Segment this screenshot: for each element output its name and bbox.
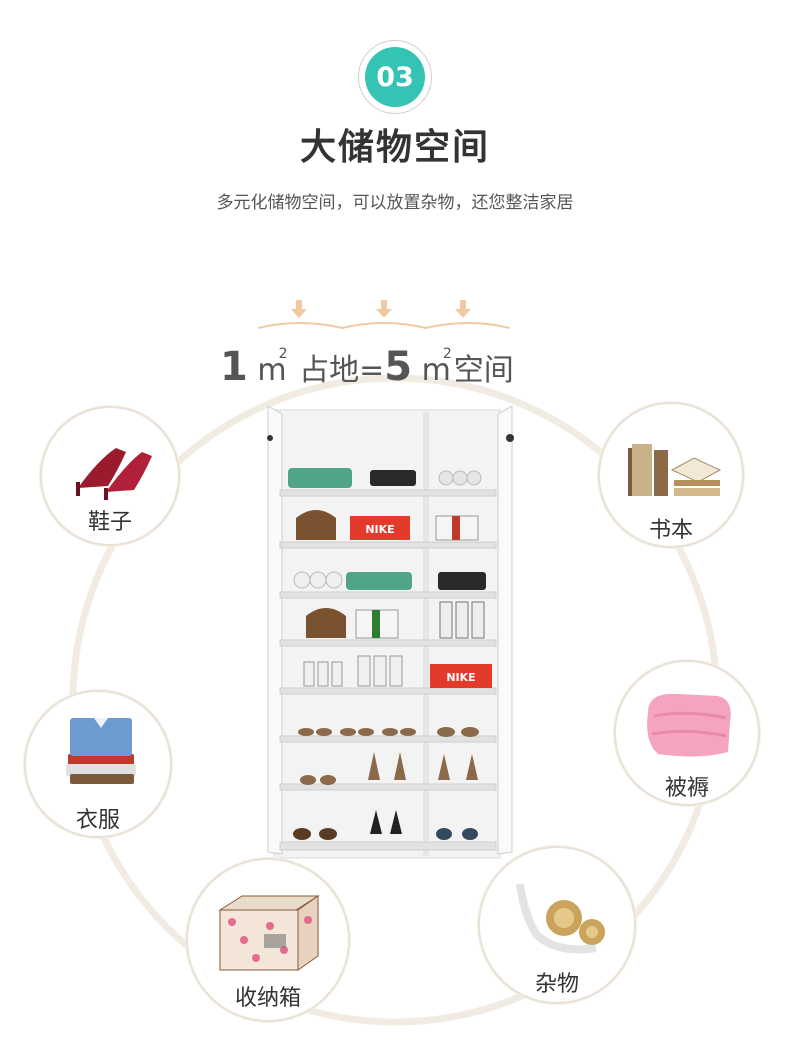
category-quilt: 被褥 bbox=[614, 660, 760, 806]
nike-box-label-1: NIKE bbox=[365, 523, 394, 536]
down-arrows-icon bbox=[257, 300, 511, 330]
area-left-value: 1 bbox=[220, 344, 248, 390]
area-left-unit: m bbox=[257, 353, 287, 388]
page-title: 大储物空间 bbox=[299, 127, 490, 168]
storage-box-icon bbox=[218, 895, 320, 971]
nike-box-label-2: NIKE bbox=[446, 671, 475, 684]
books-icon bbox=[628, 444, 722, 496]
area-right-unit: m bbox=[421, 353, 451, 388]
category-books: 书本 bbox=[598, 402, 744, 548]
category-shoes-label: 鞋子 bbox=[87, 510, 132, 535]
folded-shirts-icon bbox=[66, 718, 136, 784]
quilt-icon bbox=[647, 693, 731, 757]
category-clothes: 衣服 bbox=[24, 690, 172, 838]
high-heels-icon bbox=[76, 448, 152, 500]
category-storage-box: 收纳箱 bbox=[186, 858, 350, 1022]
area-right-word: 空间 bbox=[453, 353, 514, 388]
area-left-word: 占地= bbox=[299, 353, 385, 388]
area-comparison: 1 m2 占地=5 m2空间 bbox=[220, 344, 560, 394]
section-number-badge: 03 bbox=[358, 40, 432, 114]
shoe-cabinet-image: NIKE NIKE bbox=[267, 405, 514, 859]
section-number: 03 bbox=[365, 47, 425, 107]
category-books-label: 书本 bbox=[648, 518, 693, 543]
category-storage-box-label: 收纳箱 bbox=[234, 986, 301, 1011]
area-left-exp: 2 bbox=[278, 346, 288, 362]
category-clothes-label: 衣服 bbox=[75, 808, 120, 833]
category-sundries: 杂物 bbox=[478, 846, 636, 1004]
category-quilt-label: 被褥 bbox=[664, 776, 709, 801]
area-right-exp: 2 bbox=[442, 346, 452, 362]
snail-ornament-icon bbox=[516, 883, 605, 954]
page-subtitle: 多元化储物空间，可以放置杂物，还您整洁家居 bbox=[216, 193, 574, 213]
category-sundries-label: 杂物 bbox=[534, 972, 579, 997]
category-shoes: 鞋子 bbox=[40, 406, 180, 546]
area-right-value: 5 bbox=[384, 344, 413, 390]
